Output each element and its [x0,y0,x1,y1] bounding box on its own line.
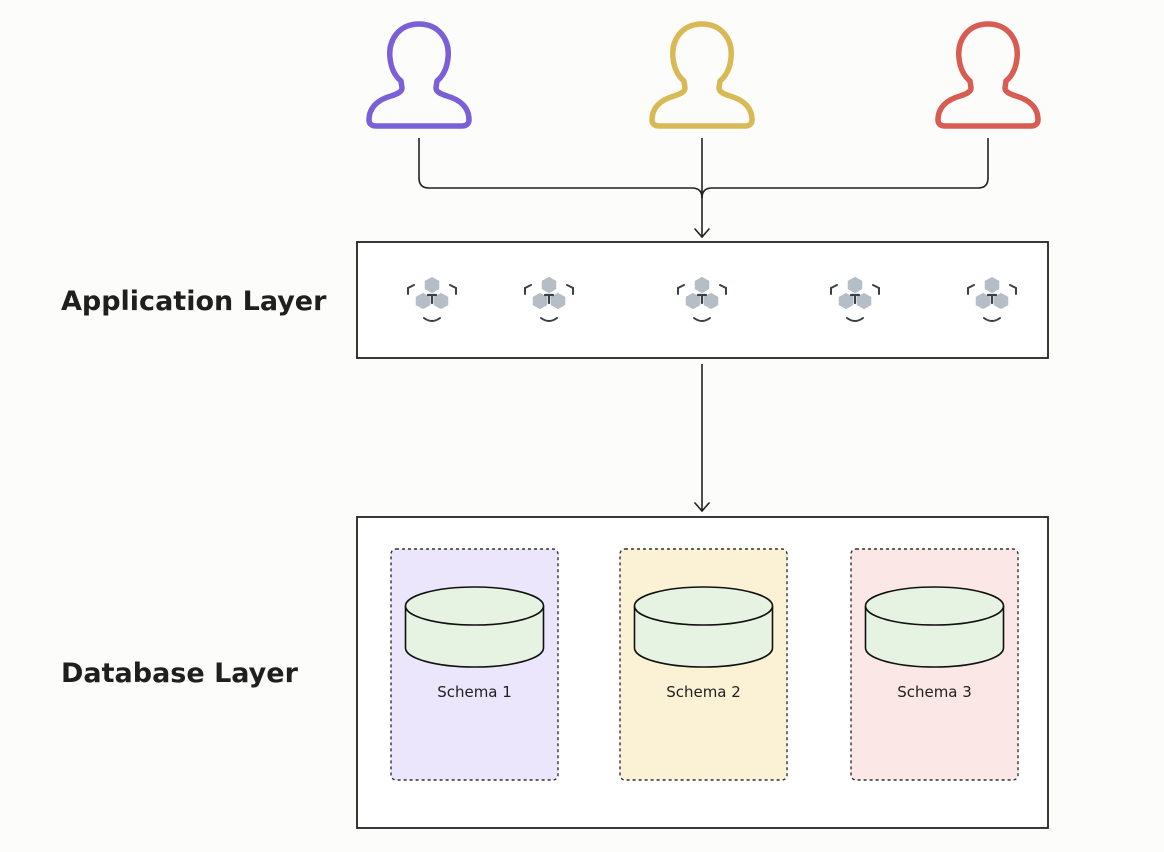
arrowhead-to-app [694,228,710,239]
arrowhead-to-db [694,502,710,513]
database-cylinder-icon [633,586,774,668]
database-cylinder-icon [864,586,1005,668]
application-layer-label: Application Layer [61,286,327,317]
user-icon [652,24,752,126]
schema-label: Schema 3 [897,683,972,701]
schema-label: Schema 1 [437,683,512,701]
schema-3: Schema 3 [850,548,1019,781]
database-layer-label: Database Layer [61,658,298,689]
connector-user-1 [418,138,703,199]
users-group [369,24,1038,126]
schemas-group: Schema 1 Schema 2 Schema 3 [390,548,1019,781]
schema-label: Schema 2 [666,683,741,701]
schema-1: Schema 1 [390,548,559,781]
schema-2: Schema 2 [619,548,788,781]
connector-user-3 [701,138,989,199]
user-icon [938,24,1038,126]
app-to-db-connector [694,364,710,513]
user-icon [369,24,469,126]
database-cylinder-icon [404,586,545,668]
user-connectors [418,138,989,239]
